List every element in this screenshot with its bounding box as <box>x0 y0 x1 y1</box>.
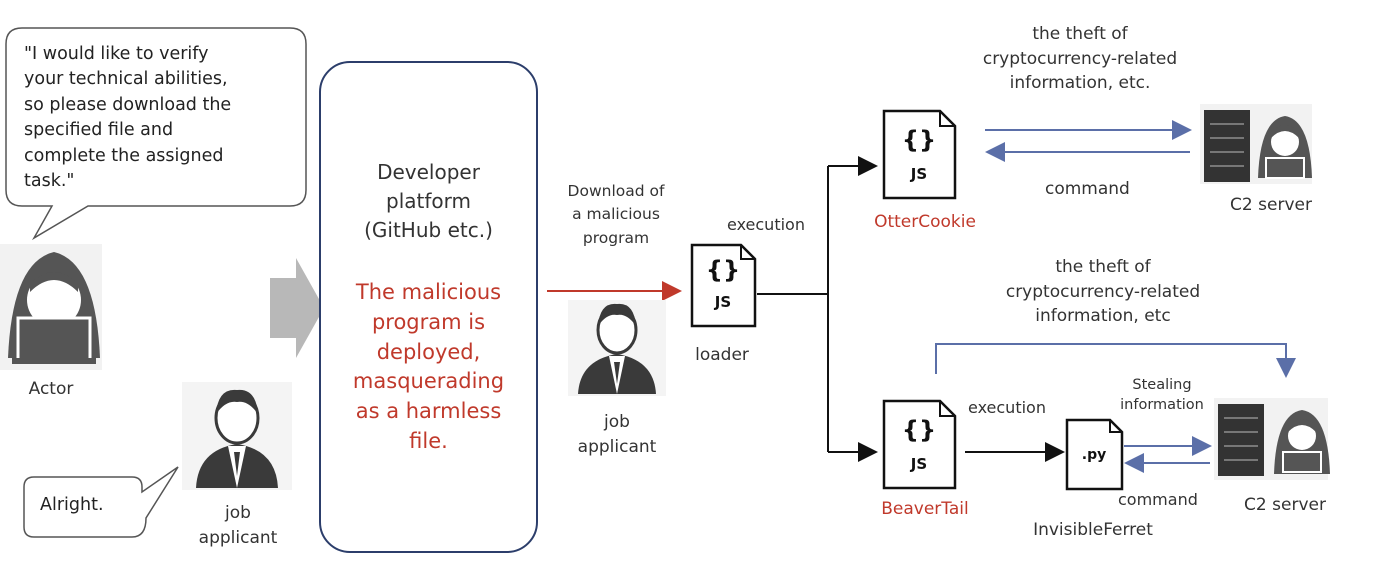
theft-label-bottom: the theft of cryptocurrency-related info… <box>1005 257 1201 327</box>
c2-operator-icon-top <box>1258 116 1312 179</box>
ottercookie-brace-icon: {} <box>901 126 937 154</box>
platform-title: Developer platform (GitHub etc.) <box>364 160 493 242</box>
execution-label-loader: execution <box>727 215 805 234</box>
platform-description: The malicious program is deployed, masqu… <box>352 280 505 454</box>
applicant-label-middle: job applicant <box>577 412 657 457</box>
actor-label: Actor <box>28 379 74 399</box>
applicant-icon-left <box>182 382 292 490</box>
c2-server-label-top: C2 server <box>1230 195 1312 215</box>
ottercookie-js-label: JS <box>910 165 928 183</box>
applicant-speech-bubble <box>23 466 179 538</box>
command-label-top: command <box>1045 179 1130 199</box>
py-label: .py <box>1081 447 1107 463</box>
actor-quote-text: "I would like to verify your technical a… <box>24 44 232 191</box>
beavertail-brace-icon: {} <box>901 416 937 444</box>
loader-label: loader <box>695 345 749 365</box>
applicant-label-left: job applicant <box>198 503 278 548</box>
execution-label-beavertail: execution <box>968 398 1046 417</box>
loader-brace-icon: {} <box>705 256 741 284</box>
theft-label-top: the theft of cryptocurrency-related info… <box>982 24 1178 94</box>
loader-file-icon <box>690 243 757 328</box>
applicant-reply-text: Alright. <box>40 495 104 515</box>
command-label-bottom: command <box>1118 490 1198 509</box>
invisibleferret-file-icon <box>1065 418 1124 491</box>
beavertail-theft-arrow <box>935 343 1296 378</box>
handoff-arrow <box>270 258 324 358</box>
applicant-icon-middle <box>568 300 666 396</box>
ottercookie-file-icon <box>882 109 957 200</box>
loader-js-label: JS <box>714 293 732 311</box>
beavertail-file-icon <box>882 399 957 490</box>
developer-platform-box <box>319 61 538 553</box>
beavertail-js-label: JS <box>910 455 928 473</box>
stealing-label: Stealing information <box>1120 377 1204 413</box>
hacker-icon <box>0 244 102 370</box>
c2-operator-icon-bottom <box>1274 410 1330 474</box>
download-label: Download of a malicious program <box>567 182 665 247</box>
beavertail-label: BeaverTail <box>881 499 969 519</box>
ottercookie-label: OtterCookie <box>874 212 976 232</box>
invisibleferret-label: InvisibleFerret <box>1033 520 1153 540</box>
actor-speech-bubble <box>5 27 307 241</box>
c2-server-label-bottom: C2 server <box>1244 495 1326 515</box>
